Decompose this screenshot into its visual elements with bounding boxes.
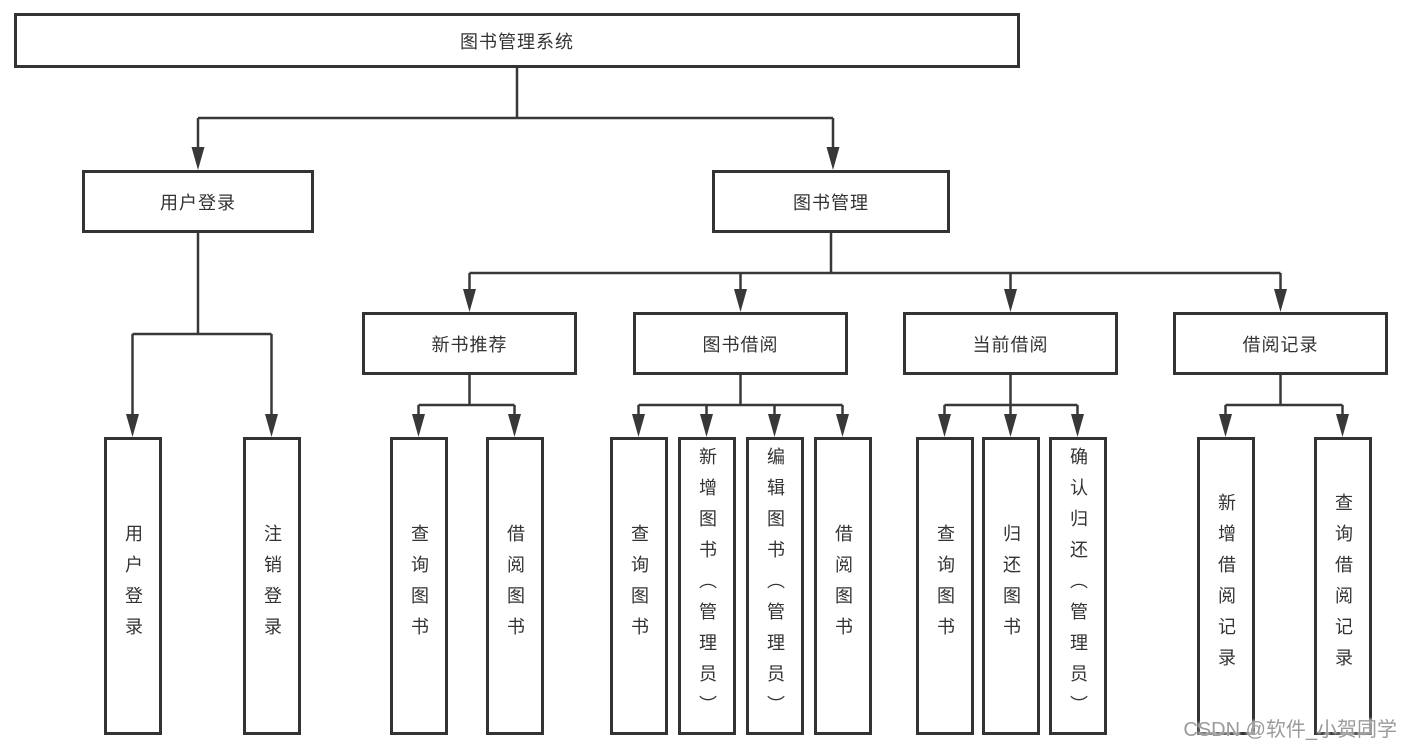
leaf-query-books-current: 查询图书	[916, 437, 974, 735]
leaf-query-borrow-record: 查询借阅记录	[1314, 437, 1372, 735]
node-label: 查询图书	[935, 524, 955, 648]
node-book-borrowing: 图书借阅	[633, 312, 848, 375]
node-label: 借阅图书	[505, 524, 525, 648]
node-label: 新书推荐	[431, 334, 508, 355]
node-label: 编辑图书（管理员）	[765, 446, 785, 726]
leaf-return-books: 归还图书	[982, 437, 1040, 735]
leaf-logout: 注销登录	[243, 437, 301, 735]
leaf-query-books-borrowing: 查询图书	[610, 437, 668, 735]
node-label: 查询图书	[629, 524, 649, 648]
leaf-borrow-books: 借阅图书	[814, 437, 872, 735]
node-borrow-records: 借阅记录	[1173, 312, 1388, 375]
node-label: 图书管理系统	[460, 31, 574, 52]
leaf-borrow-books-recommend: 借阅图书	[486, 437, 544, 735]
node-current-borrowing: 当前借阅	[903, 312, 1118, 375]
node-new-book-recommend: 新书推荐	[362, 312, 577, 375]
node-label: 借阅记录	[1242, 334, 1319, 355]
node-label: 归还图书	[1001, 524, 1021, 648]
node-label: 确认归还（管理员）	[1068, 446, 1088, 726]
node-label: 查询图书	[409, 524, 429, 648]
node-label: 新增借阅记录	[1216, 493, 1236, 679]
leaf-add-books-admin: 新增图书（管理员）	[678, 437, 736, 735]
leaf-add-borrow-record: 新增借阅记录	[1197, 437, 1255, 735]
node-label: 图书管理	[793, 192, 869, 213]
node-label: 新增图书（管理员）	[697, 446, 717, 726]
leaf-confirm-return-admin: 确认归还（管理员）	[1049, 437, 1107, 735]
node-user-login: 用户登录	[82, 170, 314, 233]
leaf-edit-books-admin: 编辑图书（管理员）	[746, 437, 804, 735]
node-label: 图书借阅	[702, 334, 779, 355]
node-label: 借阅图书	[833, 524, 853, 648]
leaf-query-books-recommend: 查询图书	[390, 437, 448, 735]
node-label: 当前借阅	[972, 334, 1049, 355]
csdn-watermark: CSDN @软件_小贺同学	[1183, 719, 1397, 741]
node-label: 用户登录	[123, 524, 143, 648]
node-label: 查询借阅记录	[1333, 493, 1353, 679]
node-book-management: 图书管理	[712, 170, 950, 233]
leaf-user-login: 用户登录	[104, 437, 162, 735]
node-label: 用户登录	[160, 192, 236, 213]
node-root-system: 图书管理系统	[14, 13, 1020, 68]
node-label: 注销登录	[262, 524, 282, 648]
